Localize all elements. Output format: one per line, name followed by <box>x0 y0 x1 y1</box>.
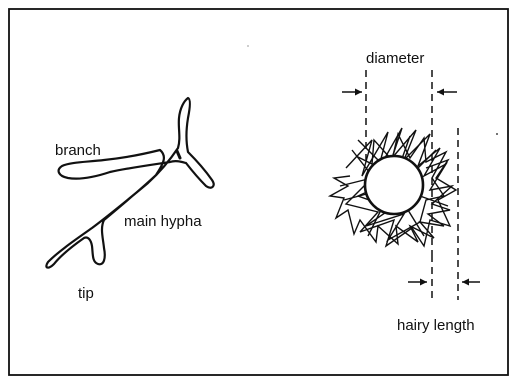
label-branch: branch <box>55 143 101 158</box>
hypha-outline <box>46 98 213 268</box>
label-hairy-length: hairy length <box>397 318 475 333</box>
label-main-hypha: main hypha <box>124 214 202 229</box>
speck <box>247 45 248 46</box>
label-diameter: diameter <box>366 51 424 66</box>
hairy-length-arrows <box>408 279 480 286</box>
branch-node <box>177 151 180 158</box>
speck <box>496 133 498 135</box>
hairy-particle <box>330 70 480 300</box>
hypha-drawing <box>46 98 213 268</box>
diameter-arrows <box>342 89 457 96</box>
particle-core <box>365 156 423 214</box>
label-tip: tip <box>78 286 94 301</box>
